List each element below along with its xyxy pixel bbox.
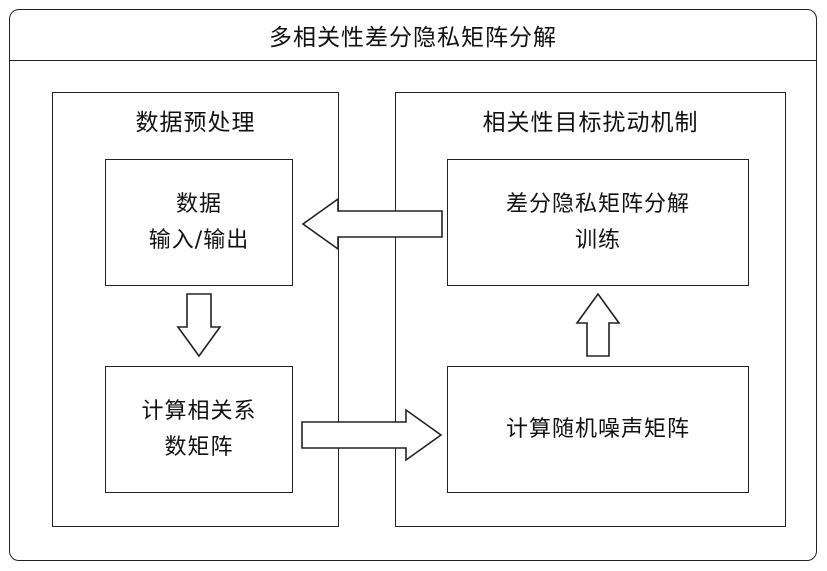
box-dp-training: 差分隐私矩阵分解 训练 (447, 159, 749, 286)
box-dp-training-line1: 差分隐私矩阵分解 (506, 187, 690, 223)
box-noise-matrix-line1: 计算随机噪声矩阵 (506, 412, 690, 448)
box-noise-matrix: 计算随机噪声矩阵 (447, 366, 749, 493)
arrow-corr-to-noise (302, 410, 441, 460)
box-correlation-matrix-line1: 计算相关系 (141, 394, 256, 430)
box-correlation-matrix: 计算相关系 数矩阵 (105, 366, 293, 493)
arrow-io-to-corr (178, 294, 220, 356)
box-data-io-line1: 数据 (176, 187, 222, 223)
box-data-io: 数据 输入/输出 (105, 159, 293, 286)
arrow-noise-to-train (577, 294, 619, 356)
box-correlation-matrix-line2: 数矩阵 (164, 430, 233, 466)
box-data-io-line2: 输入/输出 (149, 223, 249, 259)
arrow-train-to-io (303, 199, 442, 249)
box-dp-training-line2: 训练 (575, 223, 621, 259)
